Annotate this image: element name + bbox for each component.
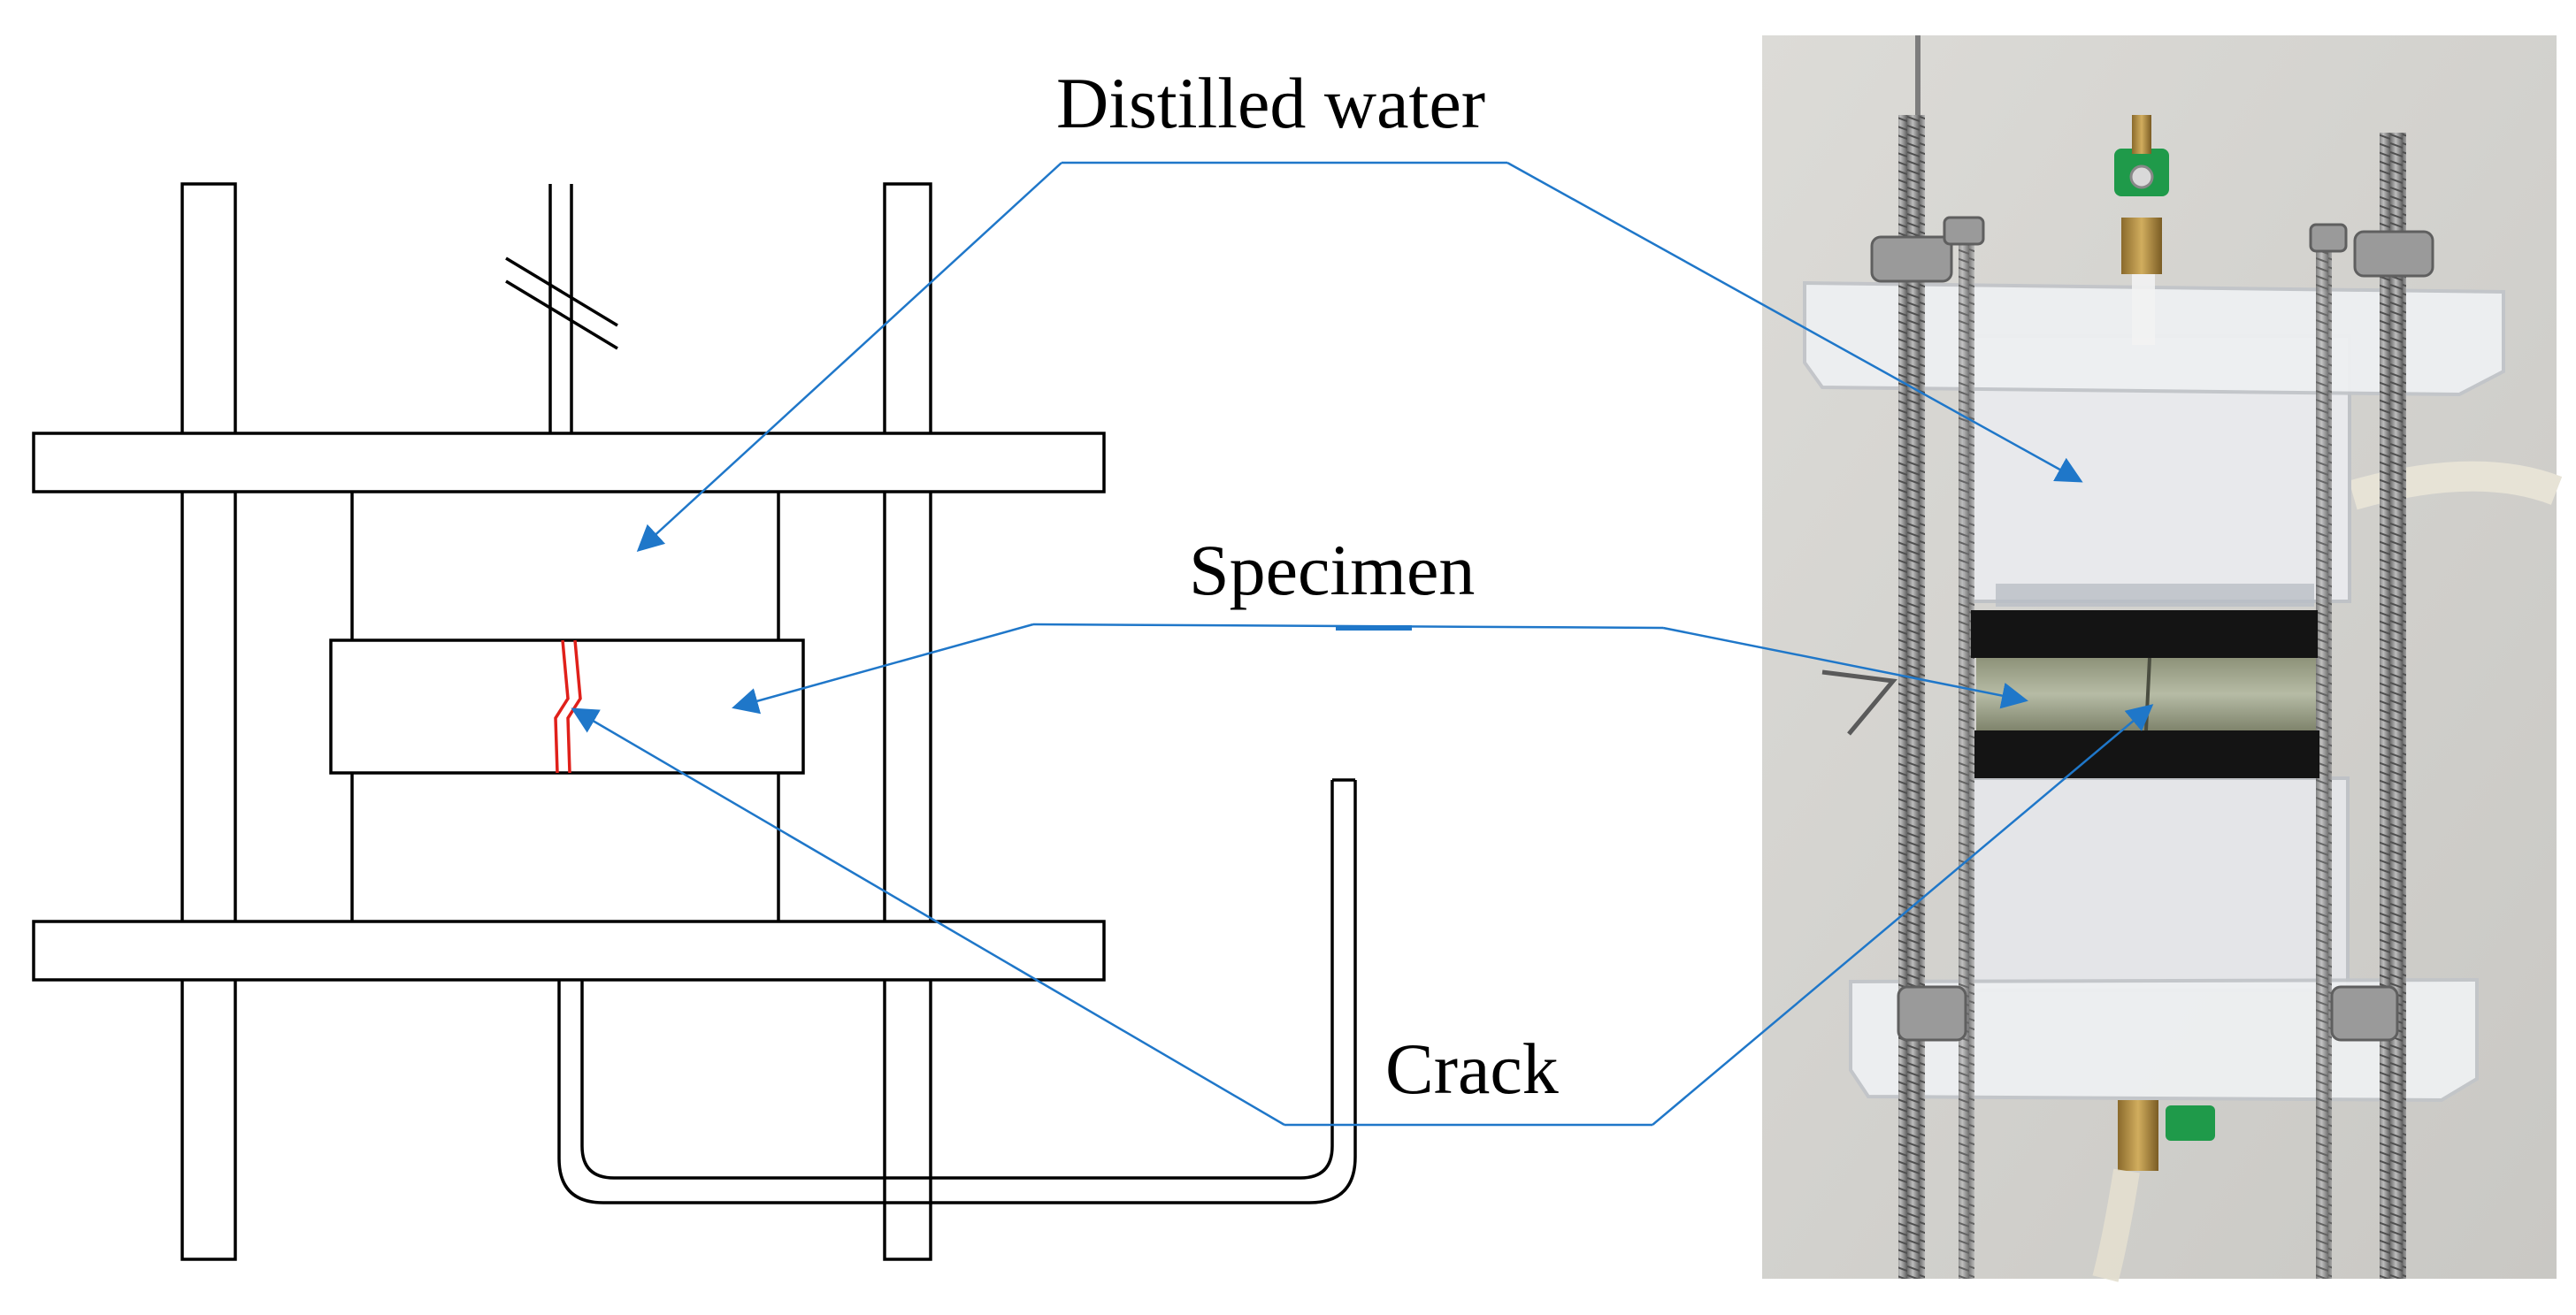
photo-rod-left <box>1898 115 1925 1279</box>
photo-rod-inner-right <box>2316 228 2332 1279</box>
lower-resin-band <box>1974 730 2319 778</box>
leader-distilled-water-to-photo <box>1506 161 2083 483</box>
apparatus-photo <box>1762 35 2563 1282</box>
photo-rod-inner-left <box>1959 225 1974 1279</box>
right-rod <box>883 182 932 1261</box>
leader-lines <box>571 161 2154 1127</box>
label-specimen: Specimen <box>1189 530 1475 610</box>
leader-crack-to-photo <box>1652 704 2154 1126</box>
schematic-drawing <box>32 182 1357 1261</box>
top-valve <box>2114 115 2169 345</box>
break-symbol <box>505 256 618 327</box>
leader-specimen-to-photo <box>1662 626 2028 709</box>
top-plate <box>32 432 1106 493</box>
hex-nuts <box>1870 216 2434 1042</box>
bottom-valve <box>2092 1100 2215 1282</box>
left-rod <box>180 182 237 1261</box>
label-crack: Crack <box>1385 1028 1559 1109</box>
leader-distilled-water-to-schematic <box>636 162 1062 553</box>
inlet-pipe <box>505 184 618 433</box>
upper-resin-band <box>1971 610 2318 658</box>
bottom-plate <box>32 920 1106 982</box>
u-tube-outer <box>557 780 1357 1204</box>
leader-specimen-to-schematic <box>732 623 1034 715</box>
leader-crack-to-schematic <box>571 707 1285 1127</box>
photo-rod-right <box>2380 133 2406 1279</box>
specimen-block <box>329 638 805 775</box>
label-distilled-water: Distilled water <box>1056 63 1485 143</box>
u-tube-inner <box>580 780 1334 1180</box>
lower-chamber <box>1966 776 2350 992</box>
